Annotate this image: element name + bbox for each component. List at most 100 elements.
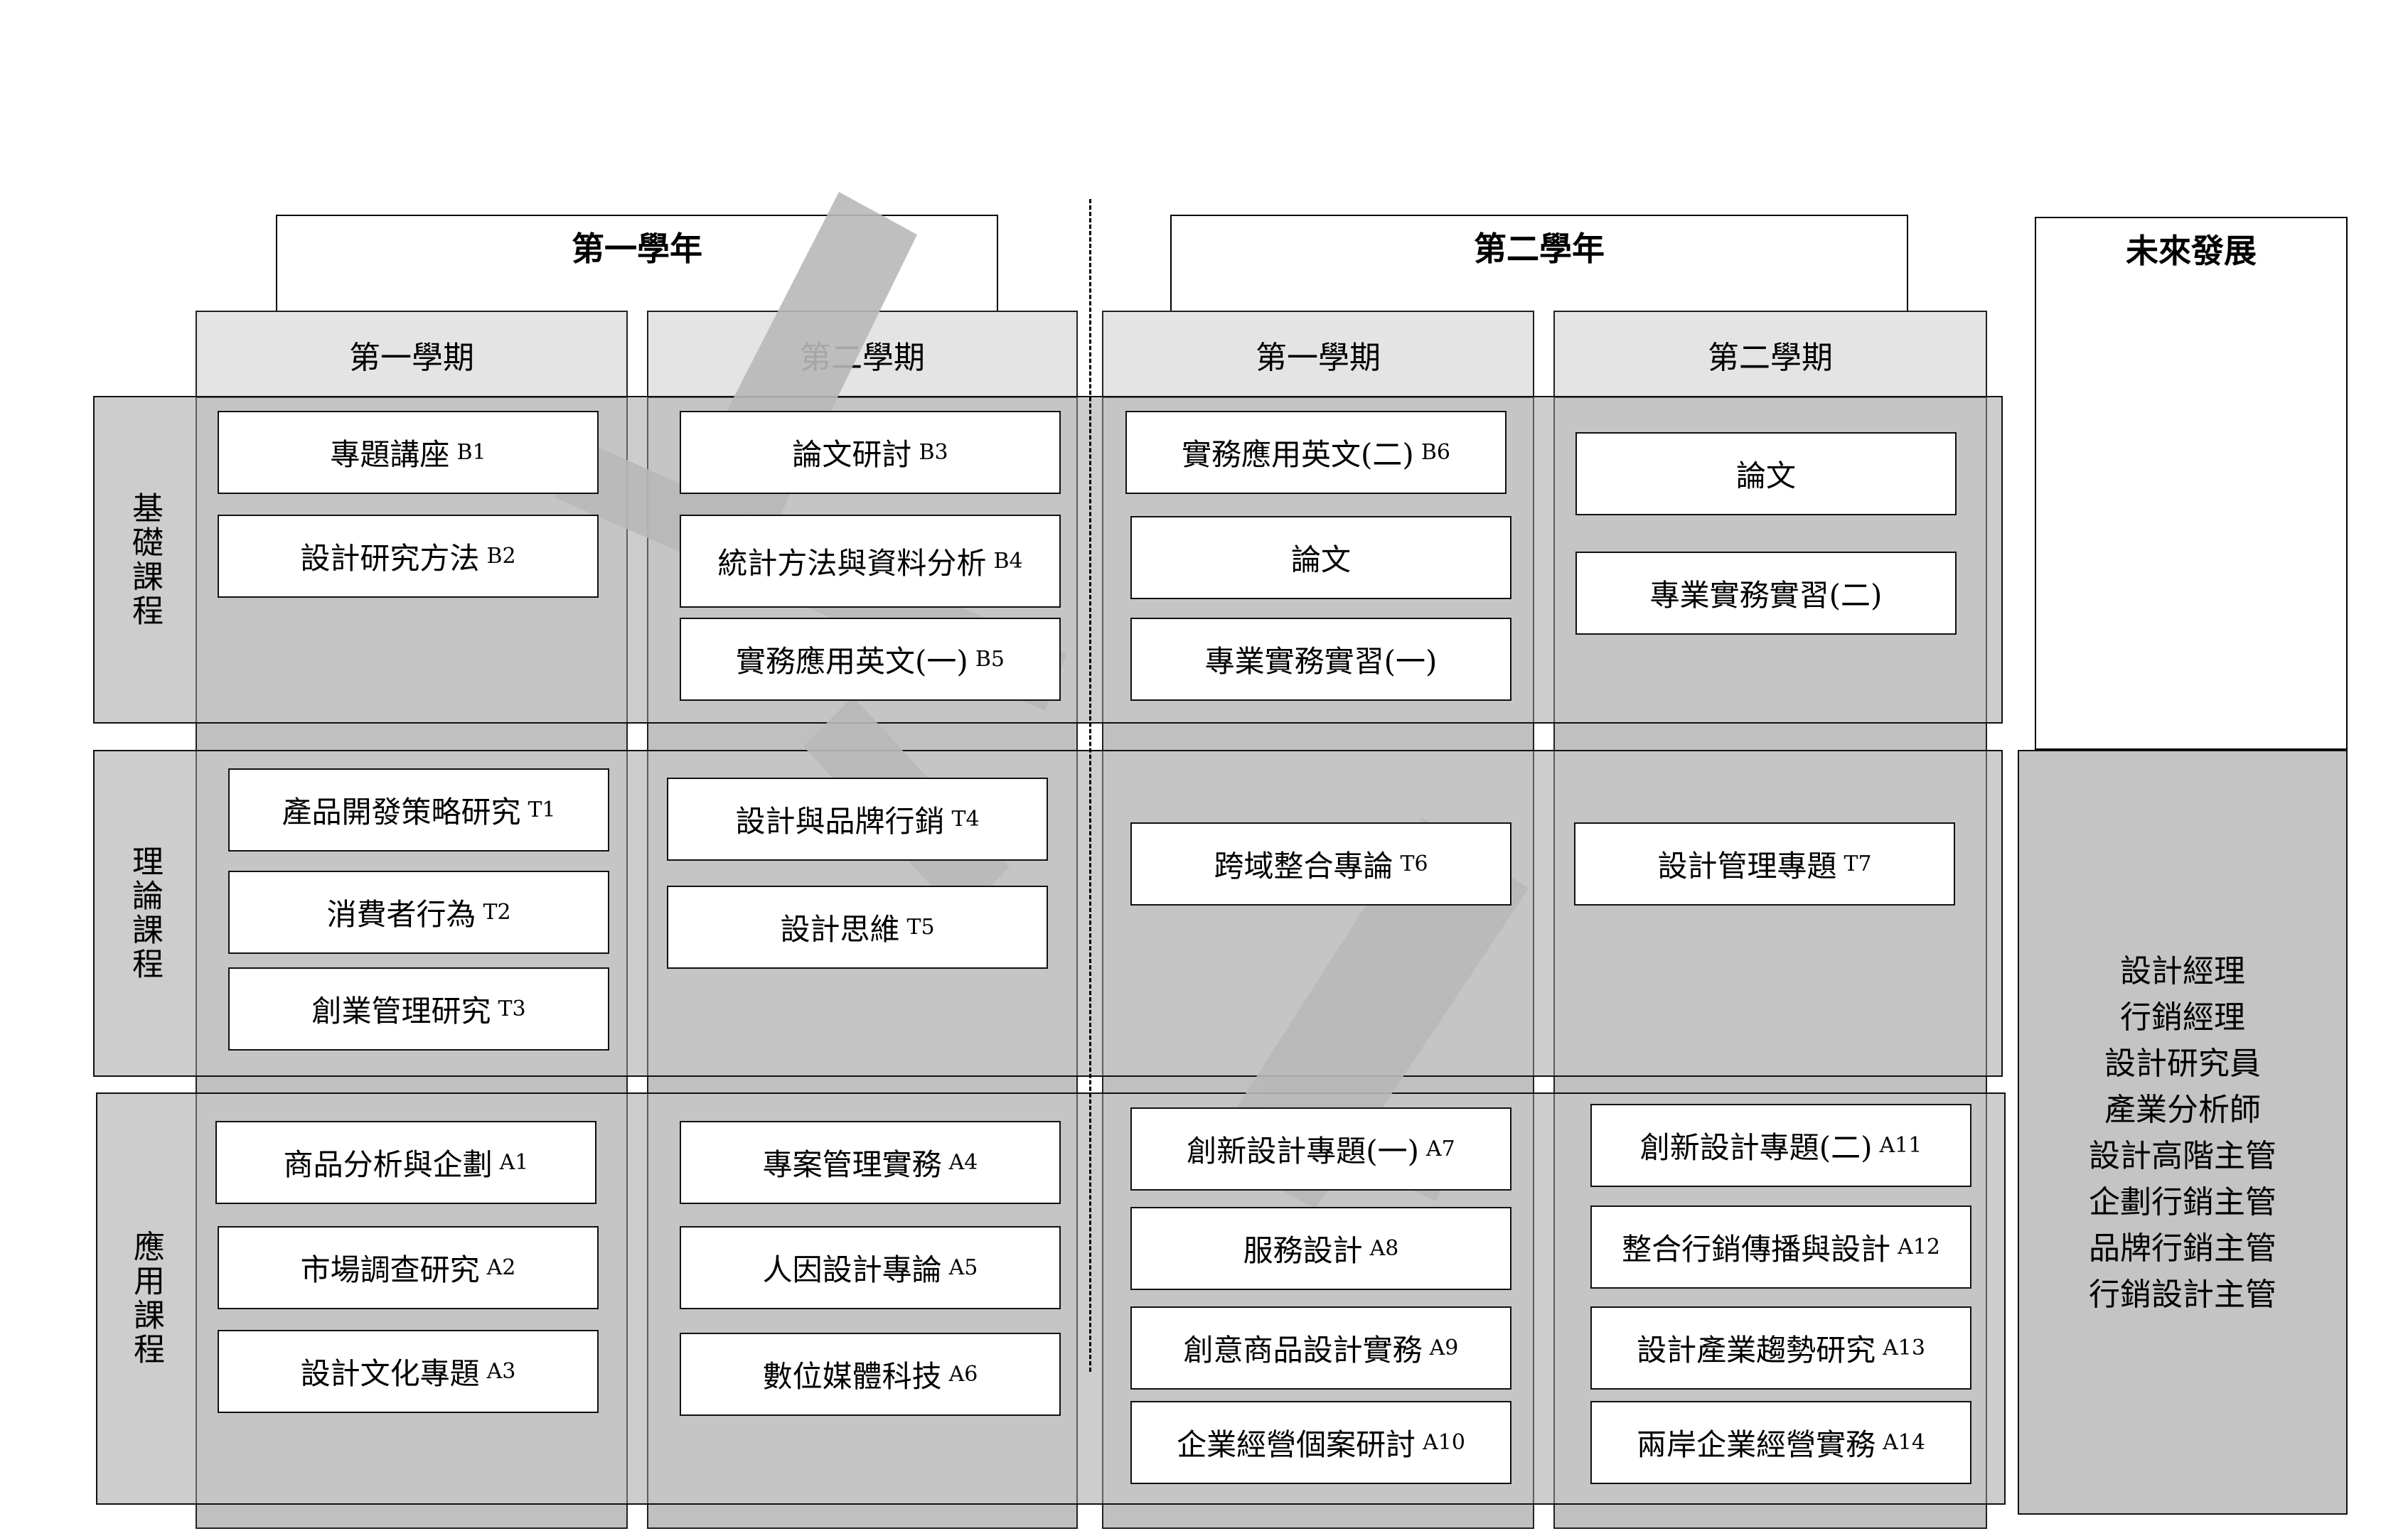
- course-box-y2s1_intern: 專業實務實習(一): [1130, 618, 1511, 701]
- career-item: 設計研究員: [2104, 1046, 2261, 1082]
- course-code: B5: [975, 647, 1005, 672]
- row-title-theory: 理論課程: [93, 750, 196, 1077]
- semester-header: 第一學期: [1103, 312, 1533, 398]
- course-name: 兩岸企業經營實務: [1637, 1427, 1876, 1462]
- course-name: 創新設計專題(二): [1639, 1130, 1873, 1165]
- course-box-b5: 實務應用英文(一) B5: [680, 618, 1061, 701]
- course-box-t3: 創業管理研究 T3: [228, 967, 609, 1051]
- course-code: A1: [499, 1150, 529, 1175]
- course-code: A13: [1883, 1336, 1925, 1360]
- course-code: A11: [1879, 1133, 1922, 1158]
- course-code: T5: [906, 915, 935, 940]
- year1-title: 第一學年: [572, 230, 702, 268]
- course-code: A2: [486, 1255, 516, 1280]
- course-code: T3: [498, 997, 526, 1021]
- course-code: T6: [1400, 852, 1428, 876]
- course-code: A14: [1883, 1430, 1925, 1455]
- course-box-y2s2_intern: 專業實務實習(二): [1575, 552, 1957, 635]
- career-box: 設計經理行銷經理設計研究員產業分析師設計高階主管企劃行銷主管品牌行銷主管行銷設計…: [2018, 750, 2348, 1515]
- course-name: 論文研討: [792, 437, 912, 472]
- career-item: 設計經理: [2120, 953, 2245, 989]
- course-name: 跨域整合專論: [1214, 849, 1393, 884]
- course-box-a7: 創新設計專題(一) A7: [1130, 1107, 1511, 1191]
- course-code: A3: [486, 1359, 516, 1384]
- course-box-b6: 實務應用英文(二)B6: [1125, 411, 1507, 494]
- career-item: 產業分析師: [2104, 1092, 2261, 1128]
- course-name: 設計管理專題: [1657, 849, 1837, 884]
- course-name: 論文: [1290, 542, 1351, 577]
- course-name: 設計思維: [780, 912, 900, 947]
- course-name: 產品開發策略研究: [282, 795, 521, 829]
- year-divider: [1089, 199, 1091, 1372]
- course-code: A7: [1426, 1137, 1455, 1161]
- course-code: B4: [993, 549, 1023, 574]
- row-title-basic: 基礎課程: [93, 396, 196, 724]
- future-title: 未來發展: [2126, 232, 2257, 270]
- course-name: 整合行銷傳播與設計: [1622, 1232, 1891, 1267]
- course-name: 設計產業趨勢研究: [1637, 1333, 1876, 1368]
- career-item: 設計高階主管: [2089, 1138, 2276, 1174]
- course-name: 消費者行為: [326, 897, 476, 932]
- row-title-text: 應用課程: [128, 1230, 164, 1367]
- course-box-t6: 跨域整合專論 T6: [1130, 822, 1511, 906]
- course-box-y2s1_thesis: 論文: [1130, 516, 1511, 599]
- course-code: B2: [486, 544, 516, 569]
- course-box-y2s2_thesis: 論文: [1575, 432, 1957, 515]
- course-name: 專案管理實務: [762, 1147, 942, 1182]
- course-name: 專業實務實習(一): [1204, 644, 1438, 679]
- course-name: 專業實務實習(二): [1649, 578, 1883, 613]
- course-box-t7: 設計管理專題 T7: [1574, 822, 1955, 906]
- career-list: 設計經理行銷經理設計研究員產業分析師設計高階主管企劃行銷主管品牌行銷主管行銷設計…: [2019, 948, 2346, 1318]
- course-code: A10: [1423, 1430, 1465, 1455]
- course-name: 服務設計: [1243, 1233, 1363, 1268]
- course-code: T1: [528, 797, 556, 822]
- course-name: 市場調查研究: [300, 1252, 480, 1287]
- year2-title: 第二學年: [1474, 230, 1605, 268]
- course-code: T7: [1844, 852, 1872, 876]
- semester-header: 第一學期: [197, 312, 626, 398]
- career-item: 品牌行銷主管: [2089, 1230, 2276, 1267]
- course-code: A5: [948, 1255, 978, 1280]
- course-name: 設計文化專題: [300, 1356, 480, 1391]
- course-box-b3: 論文研討 B3: [680, 411, 1061, 494]
- course-code: B6: [1420, 440, 1450, 465]
- year2-header: 第二學年: [1170, 215, 1908, 311]
- course-name: 創新設計專題(一): [1187, 1134, 1419, 1169]
- course-code: B3: [919, 440, 948, 465]
- course-name: 設計研究方法: [300, 541, 480, 576]
- course-code: A4: [948, 1150, 978, 1175]
- course-box-a14: 兩岸企業經營實務 A14: [1590, 1401, 1971, 1484]
- course-name: 創業管理研究: [311, 994, 491, 1029]
- course-name: 實務應用英文(一): [736, 644, 968, 679]
- course-name: 設計與品牌行銷: [735, 804, 945, 839]
- row-title-text: 理論課程: [127, 845, 163, 982]
- course-name: 創意商品設計實務: [1183, 1333, 1423, 1368]
- course-box-t1: 產品開發策略研究 T1: [228, 768, 609, 852]
- course-code: A8: [1369, 1236, 1399, 1261]
- course-code: T2: [483, 900, 511, 925]
- course-name: 專題講座: [330, 437, 450, 472]
- course-code: A9: [1429, 1336, 1459, 1360]
- course-code: B1: [456, 440, 486, 465]
- course-name: 商品分析與企劃: [283, 1147, 493, 1182]
- course-code: A6: [948, 1362, 978, 1387]
- course-name: 論文: [1735, 458, 1796, 493]
- career-item: 行銷經理: [2120, 999, 2245, 1036]
- career-item: 企劃行銷主管: [2089, 1184, 2276, 1220]
- row-title-text: 基礎課程: [127, 491, 163, 628]
- course-code: A12: [1898, 1235, 1940, 1260]
- career-item: 行銷設計主管: [2089, 1277, 2276, 1313]
- course-name: 實務應用英文(二): [1182, 437, 1414, 472]
- course-box-t2: 消費者行為 T2: [228, 871, 609, 954]
